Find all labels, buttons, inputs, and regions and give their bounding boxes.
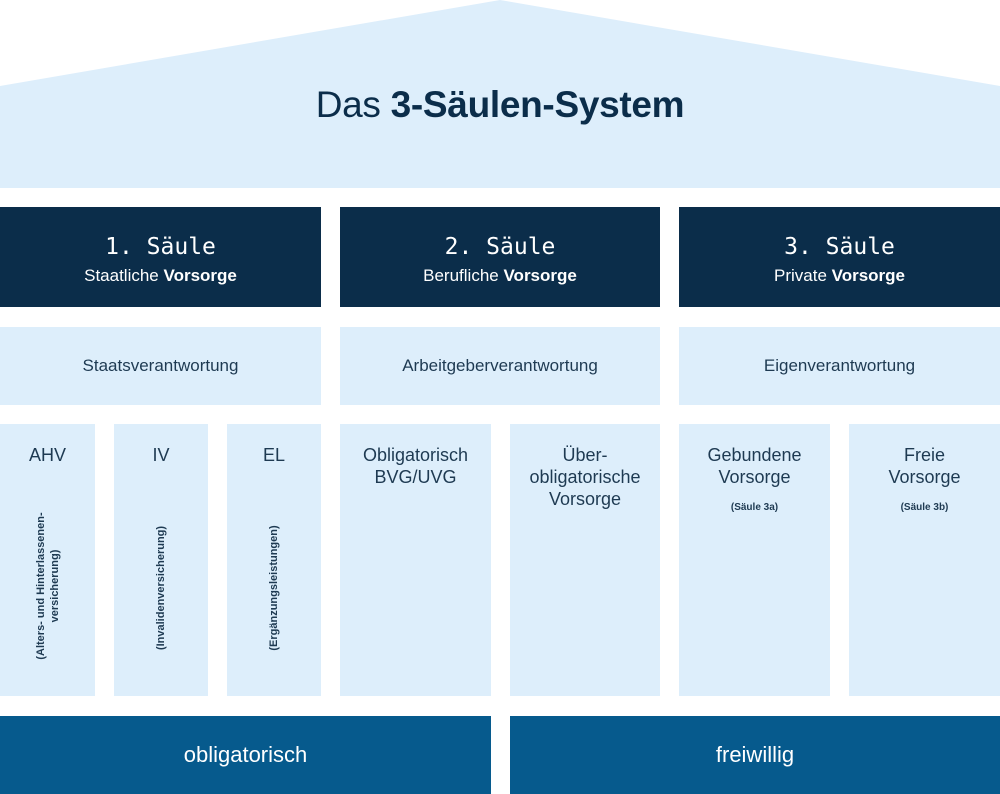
column-ahv-title: AHV <box>28 445 66 465</box>
pillar-2-subtitle: Berufliche Vorsorge <box>340 265 660 287</box>
column-gebunden-line2: Vorsorge <box>718 467 791 487</box>
roof <box>0 0 1000 188</box>
page-title: Das 3-Säulen-System <box>0 84 1000 126</box>
column-ueberobligatorisch: Über- obligatorische Vorsorge <box>510 424 660 696</box>
column-frei-line1: Freie <box>903 445 945 465</box>
column-obligatorisch-line2: BVG/UVG <box>374 467 457 487</box>
column-el-title: EL <box>262 445 286 465</box>
column-gebunden-line1: Gebundene <box>707 445 802 465</box>
pillar-2-sub-bold: Vorsorge <box>503 266 577 285</box>
pillar-3-sub-prefix: Private <box>773 266 827 285</box>
column-frei: Freie Vorsorge (Säule 3b) <box>849 424 1000 696</box>
column-iv-title: IV <box>152 445 170 465</box>
column-ueberobligatorisch-line2: obligatorische <box>529 467 641 487</box>
responsibility-employer: Arbeitgeberverantwortung <box>340 327 660 405</box>
pillar-3-header: 3. Säule Private Vorsorge <box>679 207 1000 307</box>
column-el-detail: (Ergänzungsleistungen) <box>268 525 280 651</box>
roof-shape <box>0 0 1000 188</box>
column-ueberobligatorisch-title: Über- obligatorische Vorsorge <box>510 444 660 510</box>
responsibility-self: Eigenverantwortung <box>679 327 1000 405</box>
column-gebunden: Gebundene Vorsorge (Säule 3a) <box>679 424 830 696</box>
column-ahv-detail-line1: (Alters- und Hinterlassenen- <box>35 512 47 660</box>
column-ahv-detail: (Alters- und Hinterlassenen- versicherun… <box>34 486 62 686</box>
title-bold: 3-Säulen-System <box>390 84 685 125</box>
footer-voluntary: freiwillig <box>510 716 1000 794</box>
pillar-2-header: 2. Säule Berufliche Vorsorge <box>340 207 660 307</box>
pillar-1-subtitle: Staatliche Vorsorge <box>0 265 321 287</box>
pillar-1-sub-prefix: Staatliche <box>84 266 159 285</box>
column-frei-title: Freie Vorsorge <box>849 444 1000 488</box>
column-gebunden-title: Gebundene Vorsorge <box>679 444 830 488</box>
footer-mandatory: obligatorisch <box>0 716 491 794</box>
pillar-1-number: 1. Säule <box>105 234 216 260</box>
column-ueberobligatorisch-line3: Vorsorge <box>548 489 622 509</box>
column-frei-line2: Vorsorge <box>888 467 961 487</box>
column-iv-detail: (Invalidenversicherung) <box>155 525 167 651</box>
column-ueberobligatorisch-line1: Über- <box>562 445 608 465</box>
column-obligatorisch-line1: Obligatorisch <box>362 445 469 465</box>
column-ahv-detail-line2: versicherung) <box>49 549 61 623</box>
pillar-1-header: 1. Säule Staatliche Vorsorge <box>0 207 321 307</box>
column-gebunden-tag: (Säule 3a) <box>730 502 779 513</box>
pillar-1-sub-bold: Vorsorge <box>163 266 237 285</box>
pillar-3-number: 3. Säule <box>784 234 895 260</box>
title-prefix: Das <box>315 84 381 125</box>
column-ahv: AHV (Alters- und Hinterlassenen- versich… <box>0 424 95 696</box>
pillar-3-sub-bold: Vorsorge <box>831 266 906 285</box>
column-obligatorisch: Obligatorisch BVG/UVG <box>340 424 491 696</box>
pillar-2-sub-prefix: Berufliche <box>423 266 499 285</box>
pillar-3-subtitle: Private Vorsorge <box>679 265 1000 287</box>
column-frei-tag: (Säule 3b) <box>900 502 949 513</box>
column-obligatorisch-title: Obligatorisch BVG/UVG <box>340 444 491 488</box>
column-el: EL (Ergänzungsleistungen) <box>227 424 321 696</box>
pillar-2-number: 2. Säule <box>444 234 556 260</box>
responsibility-state: Staatsverantwortung <box>0 327 321 405</box>
column-iv: IV (Invalidenversicherung) <box>114 424 208 696</box>
